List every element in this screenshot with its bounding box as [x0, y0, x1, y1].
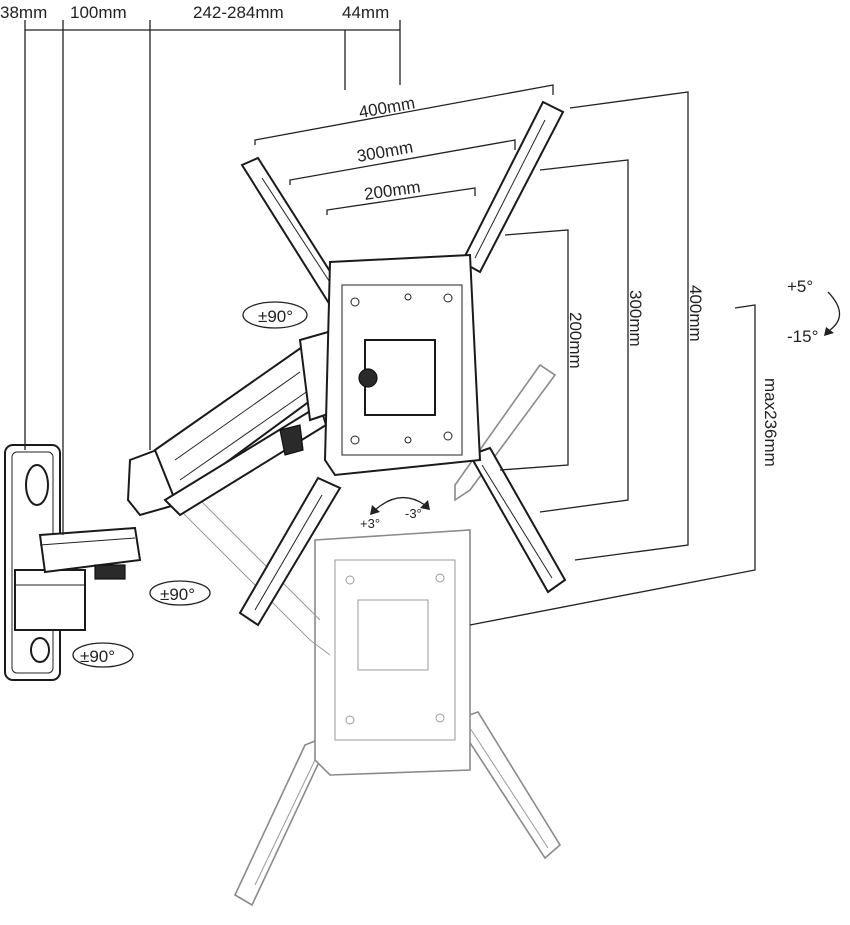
max-drop-label: max236mm [761, 378, 780, 467]
swivel-wall-label: ±90° [80, 647, 115, 666]
vesa-width-lines [254, 84, 554, 215]
articulating-arm [38, 328, 342, 580]
vesa-width-400-label: 400mm [357, 93, 416, 122]
ghost-plate-face [334, 559, 456, 741]
arm-knob [94, 564, 126, 580]
dim-label-44mm: 44mm [342, 3, 389, 22]
vesa-height-400-label: 400mm [686, 285, 705, 342]
wall-plate-slot-top [25, 464, 49, 506]
ghost-plate-body [314, 529, 471, 776]
hub-bolt [358, 368, 378, 388]
ghost-hub [357, 599, 429, 671]
vesa-arm-bottom-right [468, 446, 567, 594]
tilt-arc [827, 291, 841, 331]
tilt-down-label: -15° [787, 327, 818, 346]
swivel-head-label: ±90° [258, 307, 293, 326]
swivel-arm-label: ±90° [160, 585, 195, 604]
top-dimension-lines [24, 20, 401, 535]
level-plus-label: +3° [360, 516, 380, 531]
dim-label-100mm: 100mm [70, 3, 127, 22]
dim-label-38mm: 38mm [0, 3, 47, 22]
drop-dimension-lines [469, 304, 756, 626]
swivel-wall-ellipse [72, 642, 134, 668]
vesa-width-300-label: 300mm [355, 137, 414, 166]
vesa-height-lines [499, 91, 689, 561]
vesa-arm-top-right [460, 100, 565, 274]
tilt-up-label: +5° [787, 277, 813, 296]
vesa-plate-face [341, 284, 463, 456]
swivel-head-ellipse [242, 301, 308, 329]
vesa-height-200-label: 200mm [566, 312, 585, 369]
vesa-arm-bottom-left [238, 476, 342, 627]
vesa-height-300-label: 300mm [626, 290, 645, 347]
vesa-plate [238, 100, 567, 627]
lowered-plate-ghost [169, 363, 562, 907]
wall-hinge-block [14, 569, 86, 631]
ghost-linkage [169, 489, 331, 656]
level-arc [374, 497, 426, 511]
tension-knob [279, 424, 304, 456]
vesa-width-200-label: 200mm [363, 177, 422, 204]
dim-label-242-284mm: 242-284mm [193, 3, 284, 22]
wall-plate-hole-bottom [30, 637, 50, 663]
swivel-arm-ellipse [149, 580, 211, 606]
level-minus-label: -3° [405, 506, 422, 521]
